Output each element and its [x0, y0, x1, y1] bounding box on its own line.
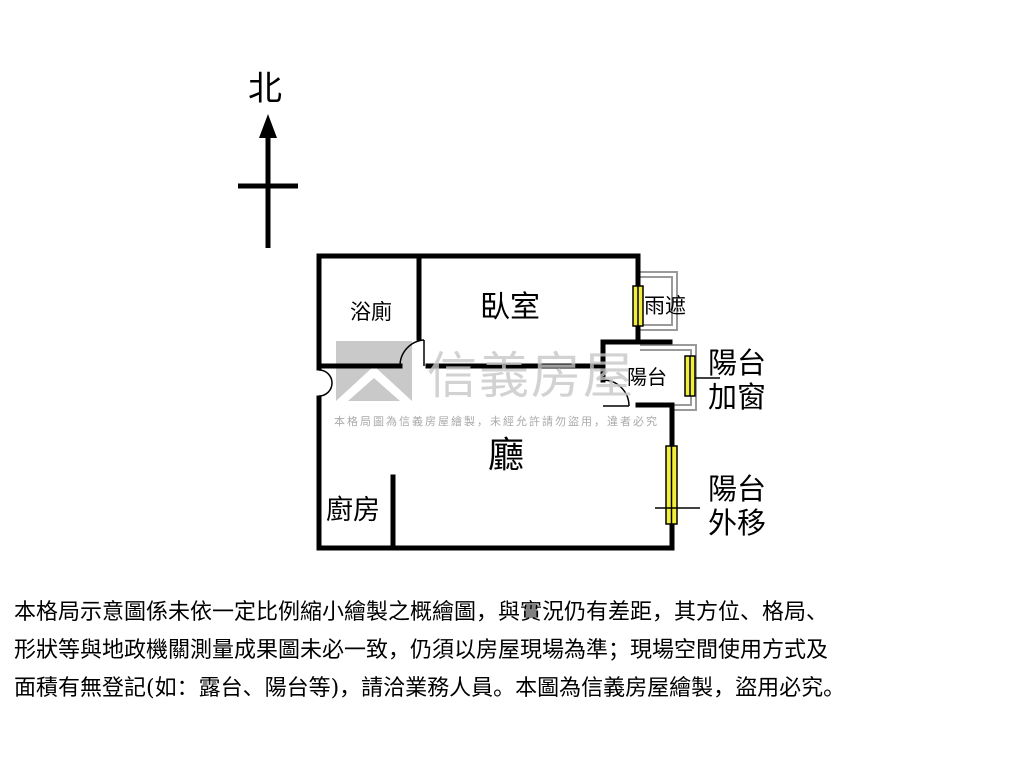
room-label-living-room: 廳 [488, 435, 525, 476]
north-arrow-icon [238, 114, 298, 248]
annotation-line: 外移 [708, 506, 767, 540]
door-arcs [318, 339, 630, 407]
rain-canopy-outline [640, 271, 678, 331]
north-label: 北 [248, 69, 282, 109]
room-label-bathroom: 浴廁 [350, 300, 392, 324]
room-label-bedroom: 臥室 [480, 290, 540, 325]
disclaimer-line: 形狀等與地政機關測量成果圖未必一致，仍須以房屋現場為準；現場空間使用方式及 [14, 638, 829, 663]
windows [632, 285, 696, 525]
watermark-notice: 本格局圖為信義房屋繪製，未經允許請勿盜用，違者必究 [334, 415, 659, 428]
annotation-line: 陽台 [708, 472, 767, 506]
annotation-line: 加窗 [708, 380, 767, 414]
watermark-brand: 信義房屋 [427, 347, 635, 405]
disclaimer-line: 面積有無登記(如：露台、陽台等)，請洽業務人員。本圖為信義房屋繪製，盜用必究。 [14, 676, 846, 701]
room-label-rain-canopy: 雨遮 [644, 294, 686, 318]
annotation-balcony-moved-out: 陽台 外移 [708, 472, 766, 540]
disclaimer-line: 本格局示意圖係未依一定比例縮小繪製之概繪圖，與實況仍有差距，其方位、格局、 [14, 600, 829, 625]
room-label-kitchen: 廚房 [326, 495, 380, 526]
annotation-line: 陽台 [708, 346, 767, 380]
room-label-balcony: 陽台 [627, 365, 667, 389]
leader-lines [655, 377, 720, 509]
floor-plan [238, 114, 720, 551]
annotation-balcony-window: 陽台 加窗 [708, 346, 766, 414]
house-roof-logo-icon [336, 341, 412, 401]
disclaimer-text: 本格局示意圖係未依一定比例縮小繪製之概繪圖，與實況仍有差距，其方位、格局、 形狀… [14, 594, 1014, 708]
